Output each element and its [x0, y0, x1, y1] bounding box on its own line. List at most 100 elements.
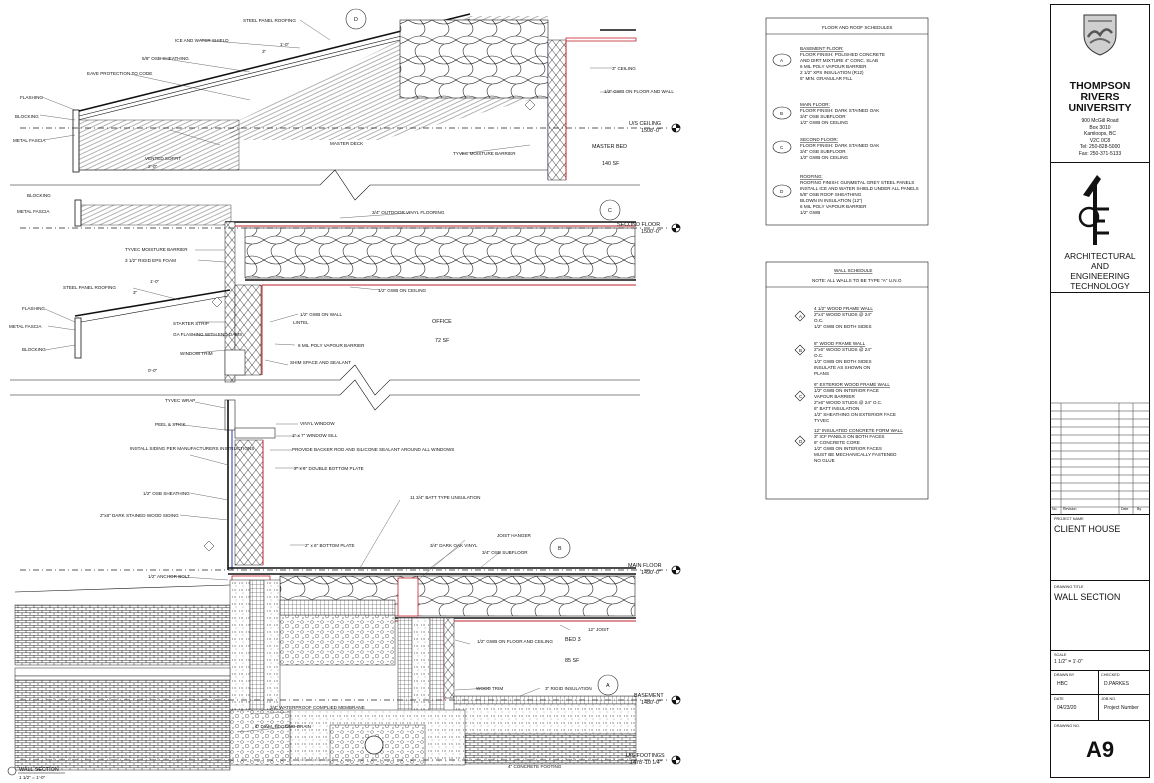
note-window-trim: WINDOW TRIM: [180, 351, 213, 356]
program-line-4: TECHNOLOGY: [1070, 281, 1130, 291]
date-label: DATE: [1054, 697, 1064, 701]
level-name-us-ceiling: U/S CEILING: [629, 121, 661, 127]
university-line-1: THOMPSON: [1069, 80, 1131, 92]
note-eave-protection: EAVE PROTECTION TO CODE: [87, 71, 152, 76]
wall-schedule: WALL SCHEDULE NOTE: ALL WALLS TO BE TYPE…: [765, 261, 929, 500]
wall-d-line-5: NO GLUE: [814, 458, 835, 463]
note-shim-space: SHIM SPACE AND SEALANT: [290, 360, 351, 365]
wall-d-line-2: 6" CONCRETE CORE: [814, 440, 860, 445]
floor-d-line-6: 1/2" GWB: [800, 210, 820, 215]
floor-a-line-2: AND DIRT MIXTURE 4" CONC. SLAB: [800, 58, 878, 63]
basement-labels: 1/2" GWB ON FLOOR AND CEILING 12" JOIST …: [255, 627, 609, 769]
wall-c-line-6: TYVEC: [814, 418, 830, 423]
floor-tag-b: B: [780, 111, 783, 116]
wall-b-line-2: O.C.: [814, 353, 823, 358]
floor-a-line-5: 5" MIN. GRANULAR FILL: [800, 76, 853, 81]
note-ga-flashing: GA FLASHING WITH END DAMS: [173, 332, 242, 337]
bubble-letter-b: B: [558, 546, 562, 552]
floor-c-line-1: FLOOR FINISH: DARK STAINED OAK: [800, 143, 880, 148]
wall-b-line-4: INSULATE AS SHOWN ON: [814, 365, 870, 370]
wall-b-line-1: 2"x6" WOOD STUDS @ 24": [814, 347, 872, 352]
floor-d-line-1: ROOFING FINISH: GUNMETAL GREY STEEL PANE…: [800, 180, 914, 185]
drawing-number-block: DRAWING NO. A9: [1051, 721, 1149, 777]
note-master-deck: MASTER DECK: [330, 141, 364, 146]
drawing-number-label: DRAWING NO.: [1054, 724, 1081, 728]
level-name-second: SECOND FLOOR: [617, 222, 660, 228]
dim-3in: 3": [262, 49, 267, 54]
wall-c-line-2: VAPOUR BARRIER: [814, 394, 855, 399]
section-bubble-a: [597, 674, 619, 696]
note-gwb-ceiling: 1/2" GWB ON CEILING: [378, 288, 427, 293]
floor-schedule-title: FLOOR AND ROOF SCHEDULES: [822, 25, 892, 30]
address-line-5: Tel: 250-828-5000: [1079, 144, 1121, 150]
roof-labels: STEEL PANEL ROOFING ICE AND WATER SHIELD…: [13, 18, 674, 169]
note-bottom-plate: 2" x 6" BOTTOM PLATE: [305, 543, 355, 548]
revision-table: [1051, 402, 1149, 515]
main-floor-labels: TYVEC WRAP PEEL & STICK INSTALL SIDING P…: [100, 398, 532, 579]
note-tyvec-barrier: TYVEC MOISTURE BARRIER: [453, 151, 516, 156]
checked-value: D.PARKES: [1104, 681, 1129, 687]
note-rigid-insulation: 3" RIGID INSULATION: [545, 686, 592, 691]
note-outdoor-vinyl: 3/4" OUTDOOR VINYL FLOORING: [372, 210, 445, 215]
date-job-block: DATE 04/23/20 JOB NO. Project Number: [1051, 695, 1149, 721]
wall-a-line-2: O.C.: [814, 318, 823, 323]
wall-schedule-title: WALL SCHEDULE: [834, 268, 872, 273]
floor-tag-a: A: [780, 58, 784, 63]
dim-3in-2: 3": [133, 290, 138, 295]
wall-tag-c: C: [799, 394, 803, 399]
dim-1ft: 1'-0": [280, 42, 290, 47]
drawing-title-label: DRAWING TITLE: [1054, 585, 1084, 589]
main-floor-assembly: [20, 399, 670, 622]
wall-d-line-3: 1/2" GWB ON INTERIOR FACES: [814, 446, 882, 451]
floor-d-heading: ROOFING:: [800, 174, 823, 179]
floor-c-line-3: 1/2" GWB ON CEILING: [800, 155, 849, 160]
foundation-assembly: [14, 579, 670, 771]
note-osb-sheathing: 5/8" OSB SHEATHING: [142, 56, 189, 61]
bubble-letter-d: D: [354, 17, 358, 23]
floor-roof-schedule: FLOOR AND ROOF SCHEDULES A BASEMENT FLOO…: [765, 17, 929, 226]
title-block: THOMPSON RIVERS UNIVERSITY 900 McGill Ro…: [1050, 4, 1150, 778]
project-name-block: PROJECT NAME CLIENT HOUSE: [1051, 515, 1149, 581]
address-line-3: Kamloops, BC: [1084, 131, 1116, 137]
dim-0ft: 0'-0": [148, 368, 158, 373]
room-master-bed-name: MASTER BED: [592, 144, 627, 150]
room-office-name: OFFICE: [432, 319, 452, 325]
note-peel-stick: PEEL & STICK: [155, 422, 187, 427]
note-install-siding: INSTALL SIDING PER MANUFACTURERS INSTRUC…: [130, 446, 254, 451]
scale-value: 1 1/2" = 1'-0": [1054, 659, 1083, 665]
wall-c-line-4: 6" BATT INSULATION: [814, 406, 859, 411]
wall-c-heading: 6" EXTERIOR WOOD FRAME WALL: [814, 382, 890, 387]
dim-1ft-2: 1'-0": [150, 279, 160, 284]
note-tyvec-2: TYVEC MOISTURE BARRIER: [125, 247, 188, 252]
wall-d-line-1: 3" ICF PANELS ON BOTH FACES: [814, 434, 884, 439]
wall-d-heading: 12" INSULATED CONCRETE FORM WALL: [814, 428, 903, 433]
note-lintel: LINTEL: [293, 320, 309, 325]
university-crest-icon: [1083, 14, 1117, 56]
drawing-title-block: DRAWING TITLE WALL SECTION: [1051, 581, 1149, 651]
floor-b-heading: MAIN FLOOR:: [800, 102, 830, 107]
address-line-2: Box 3010: [1089, 124, 1111, 131]
note-osb-subfloor: 3/4" OSB SUBFLOOR: [482, 550, 528, 555]
floor-a-line-3: 6 MIL POLY VAPOUR BARRIER: [800, 64, 867, 69]
note-wood-trim: WOOD TRIM: [476, 686, 503, 691]
room-bed3-area: 85 SF: [565, 658, 580, 664]
note-wood-siding: 2"x8" DARK STAINED WOOD SIDING: [100, 513, 179, 518]
floor-tag-c: C: [780, 145, 784, 150]
floor-b-line-3: 1/2" GWB ON CEILING: [800, 120, 849, 125]
drawing-title-value: WALL SECTION: [1054, 592, 1121, 602]
floor-c-heading: SECOND FLOOR:: [800, 137, 838, 142]
project-name-value: CLIENT HOUSE: [1054, 524, 1121, 534]
level-elev-us-ceiling: 1508'-0": [641, 128, 661, 134]
drawn-by-value: HBC: [1057, 681, 1068, 687]
address-line-1: 900 McGill Road: [1081, 118, 1119, 124]
note-batt-insulation: 11 3/4" BATT TYPE UNSULATION: [410, 495, 480, 500]
floor-a-heading: BASEMENT FLOOR:: [800, 46, 844, 51]
scale-block: SCALE 1 1/2" = 1'-0": [1051, 651, 1149, 671]
note-flashing-2: FLASHING: [22, 306, 45, 311]
icf-wall-left: [229, 579, 251, 711]
ground-brick-left: [14, 604, 231, 666]
note-dark-oak-vinyl: 3/4" DARK OAK VINYL: [430, 543, 478, 548]
floor-d-line-4: BLOWN IN INSULATION (12"): [800, 198, 863, 203]
address-line-6: Fax: 250-371-5133: [1078, 150, 1122, 157]
